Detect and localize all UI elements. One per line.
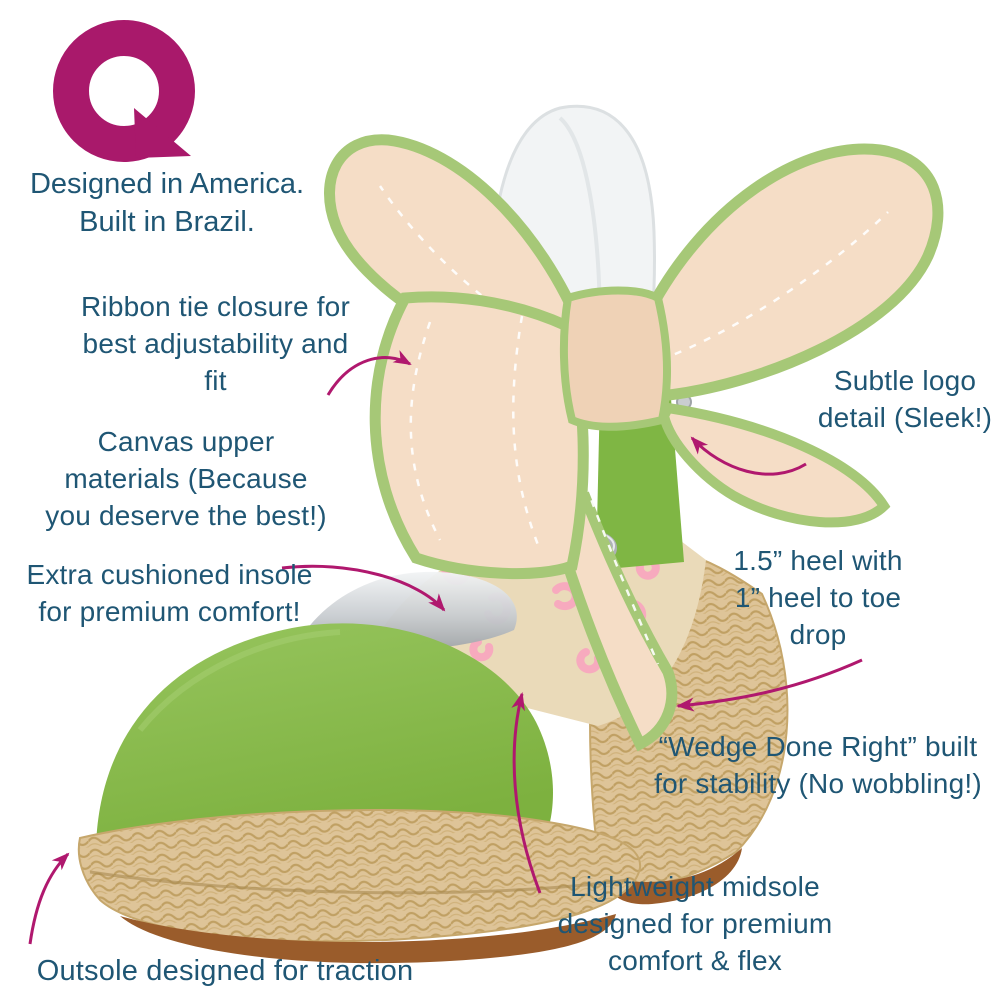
logo-detail-arrow [690, 436, 807, 476]
annotation-heel-height: 1.5” heel with 1” heel to toe drop [733, 545, 903, 651]
platform-sole [77, 809, 642, 943]
annotation-ribbon-tie: Ribbon tie closure for best adjustabilit… [81, 291, 350, 397]
canvas-toe [96, 623, 553, 846]
brand-q-logo [53, 20, 195, 162]
midsole-arrow [511, 692, 542, 894]
ribbon-bow [324, 134, 944, 580]
annotation-canvas-upper: Canvas upper materials (Because you dese… [45, 426, 327, 532]
annotation-wedge-stability: “Wedge Done Right” built for stability (… [654, 731, 982, 800]
annotation-outsole: Outsole designed for traction [36, 955, 414, 987]
ankle-strap [596, 386, 684, 570]
outsole-heel [604, 848, 742, 905]
insole-arrow [281, 564, 446, 612]
annotation-cushioned-insole: Extra cushioned insole for premium comfo… [26, 559, 313, 628]
outsole [120, 914, 616, 964]
annotation-logo-detail: Subtle logo detail (Sleek!) [817, 365, 993, 434]
ribbon-tie-arrow [326, 350, 412, 396]
wedge-arrow [676, 658, 863, 712]
brand-tagline: Designed in America. Built in Brazil. [29, 168, 305, 238]
annotation-midsole: Lightweight midsole designed for premium… [557, 871, 833, 977]
outsole-arrow [28, 852, 70, 945]
